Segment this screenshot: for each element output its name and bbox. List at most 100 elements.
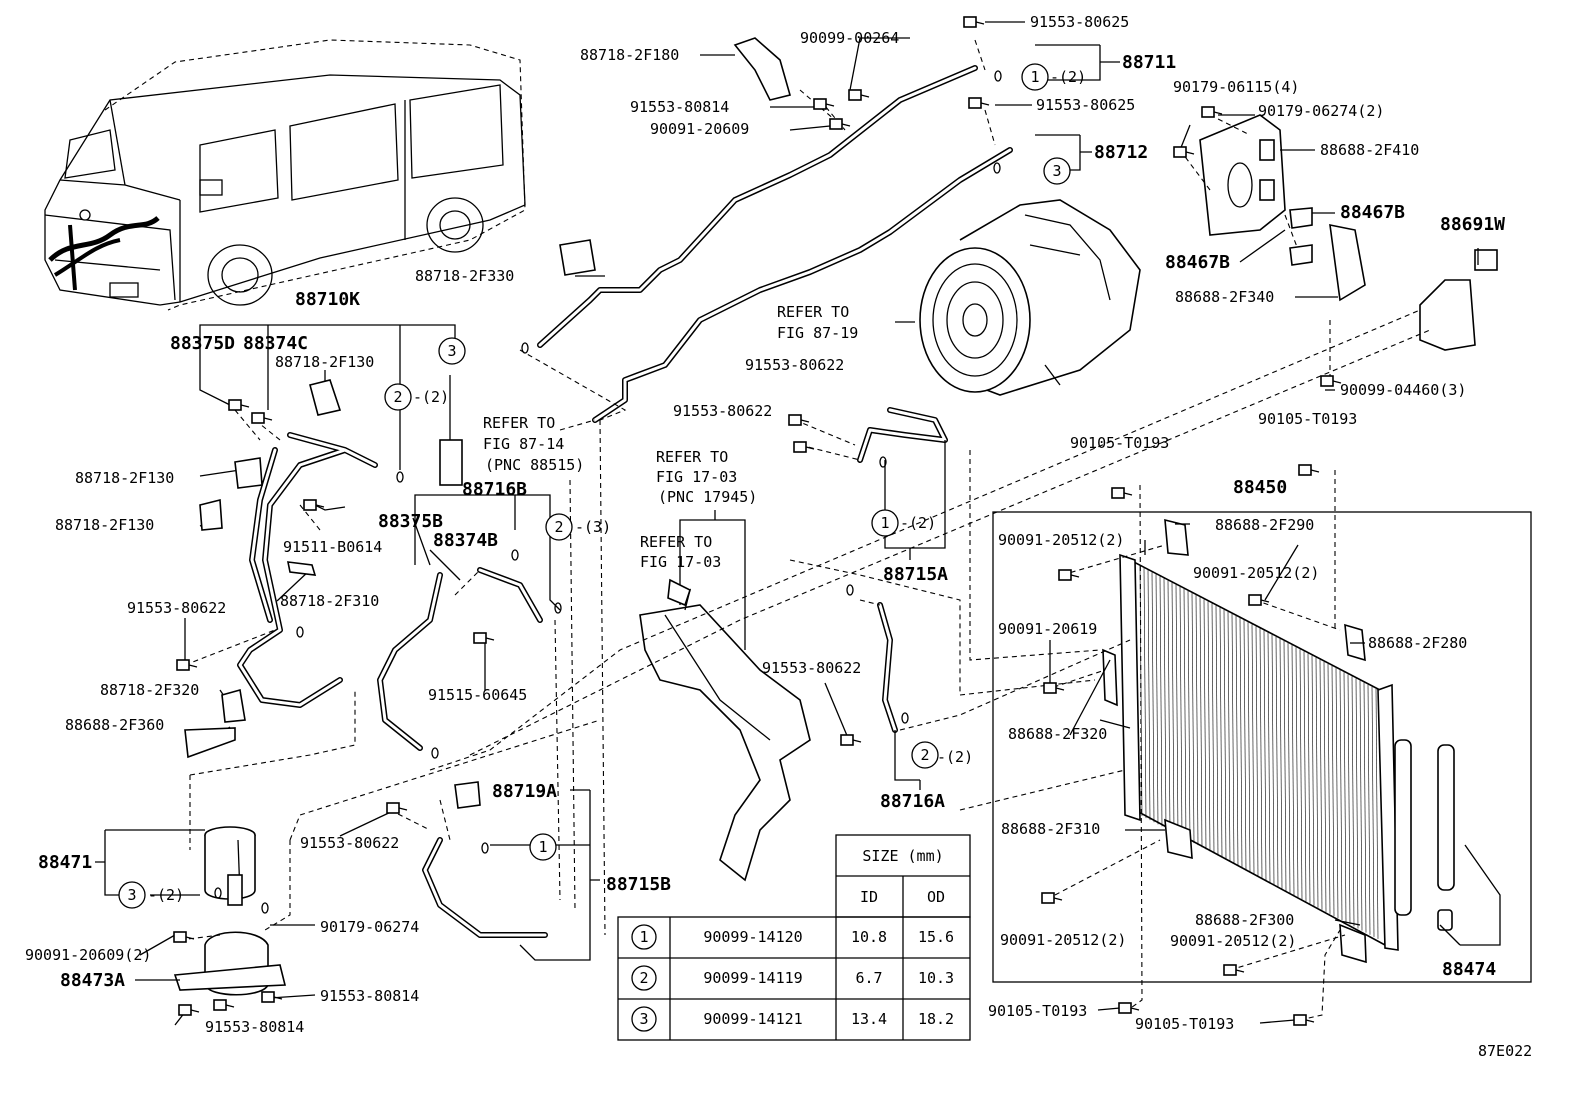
label-88712: 88712 xyxy=(1094,142,1148,163)
label-88718-2F310: 88718-2F310 xyxy=(280,592,379,610)
circle-1-qty-top: -(2) xyxy=(1050,68,1086,86)
refer-87-14-line3: (PNC 88515) xyxy=(485,456,584,474)
condenser-fins xyxy=(1139,565,1379,939)
o-ring xyxy=(993,162,1001,174)
bolt xyxy=(1041,892,1063,904)
callout-2-88710K-number: 2 xyxy=(393,388,402,406)
callout-1-88715B-number: 1 xyxy=(538,838,547,856)
callout-3-88710K: 3 xyxy=(438,337,466,365)
label-88716A: 88716A xyxy=(880,791,945,812)
bolt xyxy=(1293,1014,1315,1026)
bracket-center xyxy=(639,588,811,882)
label-88374C: 88374C xyxy=(243,333,308,354)
label-88688-2F320: 88688-2F320 xyxy=(1008,725,1107,743)
label-88688-2F360: 88688-2F360 xyxy=(65,716,164,734)
label-90179-06274-b: 90179-06274 xyxy=(320,918,419,936)
bolt xyxy=(1058,569,1080,581)
label-88715B: 88715B xyxy=(606,874,671,895)
label-90105-T0193-c: 90105-T0193 xyxy=(988,1002,1087,1020)
callout-3-88712: 3 xyxy=(1043,157,1071,185)
label-91553-80814-c: 91553-80814 xyxy=(205,1018,304,1036)
label-90099-04460: 90099-04460(3) xyxy=(1340,381,1466,399)
refer-87-19-line2: FIG 87-19 xyxy=(777,324,858,342)
bolt xyxy=(1320,375,1342,387)
label-91553-80622-c: 91553-80622 xyxy=(127,599,226,617)
circle-2-qty-low: -(2) xyxy=(937,748,973,766)
refer-17-03-a-line3: (PNC 17945) xyxy=(658,488,757,506)
label-88467B-b: 88467B xyxy=(1165,252,1230,273)
label-88719A: 88719A xyxy=(492,781,557,802)
van-illustration xyxy=(44,39,526,311)
bolt xyxy=(1298,464,1320,476)
bolt xyxy=(1223,964,1245,976)
label-88711: 88711 xyxy=(1122,52,1176,73)
bolt xyxy=(386,802,408,814)
bolt xyxy=(829,118,851,130)
circle-1-qty-mid: -(2) xyxy=(900,514,936,532)
o-ring xyxy=(994,70,1002,82)
row-ref: 3 xyxy=(639,1010,648,1028)
label-90105-T0193-d: 90105-T0193 xyxy=(1135,1015,1234,1033)
bolt xyxy=(1118,1002,1140,1014)
label-88471: 88471 xyxy=(38,852,92,873)
o-ring xyxy=(214,887,222,899)
label-90091-20609-a: 90091-20609 xyxy=(650,120,749,138)
label-88467B-a: 88467B xyxy=(1340,202,1405,223)
diagram-id: 87E022 xyxy=(1478,1042,1532,1060)
label-88375B: 88375B xyxy=(378,511,443,532)
refer-17-03-b-line2: FIG 17-03 xyxy=(640,553,721,571)
row-od: 10.3 xyxy=(918,969,954,987)
label-88710K: 88710K xyxy=(295,289,360,310)
bolt xyxy=(840,734,862,746)
label-91553-80622-a: 91553-80622 xyxy=(745,356,844,374)
label-88691W: 88691W xyxy=(1440,214,1505,235)
bolt xyxy=(793,441,815,453)
callout-3-88712-number: 3 xyxy=(1052,162,1061,180)
o-ring xyxy=(846,584,854,596)
size-table-col-id: ID xyxy=(860,888,878,906)
row-id: 6.7 xyxy=(855,969,882,987)
label-90091-20619: 90091-20619 xyxy=(998,620,1097,638)
pressure-switch-bracket xyxy=(1199,114,1498,351)
callout-2-88716A: 2 xyxy=(911,741,939,769)
o-ring xyxy=(554,602,562,614)
callout-1-88715B: 1 xyxy=(529,833,557,861)
label-90091-20512-a: 90091-20512(2) xyxy=(998,531,1124,549)
label-90105-T0193-b: 90105-T0193 xyxy=(1070,434,1169,452)
bolt xyxy=(261,991,283,1003)
label-91553-80622-e: 91553-80622 xyxy=(300,834,399,852)
label-91553-80625-a: 91553-80625 xyxy=(1030,13,1129,31)
callout-1-88711-number: 1 xyxy=(1030,68,1039,86)
callout-2-88716A-number: 2 xyxy=(920,746,929,764)
callout-3-88710K-number: 3 xyxy=(447,342,456,360)
bolt xyxy=(213,999,235,1011)
o-ring xyxy=(261,902,269,914)
label-88473A: 88473A xyxy=(60,970,125,991)
label-88688-2F340: 88688-2F340 xyxy=(1175,288,1274,306)
callout-1-88715A-number: 1 xyxy=(880,514,889,532)
bolt xyxy=(1201,106,1223,118)
label-88718-2F130-b: 88718-2F130 xyxy=(75,469,174,487)
circle-2-qty-top: -(2) xyxy=(413,388,449,406)
leader-lines xyxy=(95,21,1501,1026)
label-91553-80622-d: 91553-80622 xyxy=(762,659,861,677)
label-88688-2F280: 88688-2F280 xyxy=(1368,634,1467,652)
label-88718-2F320: 88718-2F320 xyxy=(100,681,199,699)
refer-87-14-line2: FIG 87-14 xyxy=(483,435,564,453)
refer-87-19-line1: REFER TO xyxy=(777,303,849,321)
bolt xyxy=(1043,682,1065,694)
bolt xyxy=(1173,146,1195,158)
bolt xyxy=(473,632,495,644)
label-88718-2F130-c: 88718-2F130 xyxy=(55,516,154,534)
label-91553-80622-b: 91553-80622 xyxy=(673,402,772,420)
bolt xyxy=(173,931,195,943)
size-table-col-od: OD xyxy=(927,888,945,906)
label-88688-2F410: 88688-2F410 xyxy=(1320,141,1419,159)
label-88718-2F180: 88718-2F180 xyxy=(580,46,679,64)
bolt xyxy=(176,659,198,671)
callout-1-88711: 1 xyxy=(1021,63,1049,91)
